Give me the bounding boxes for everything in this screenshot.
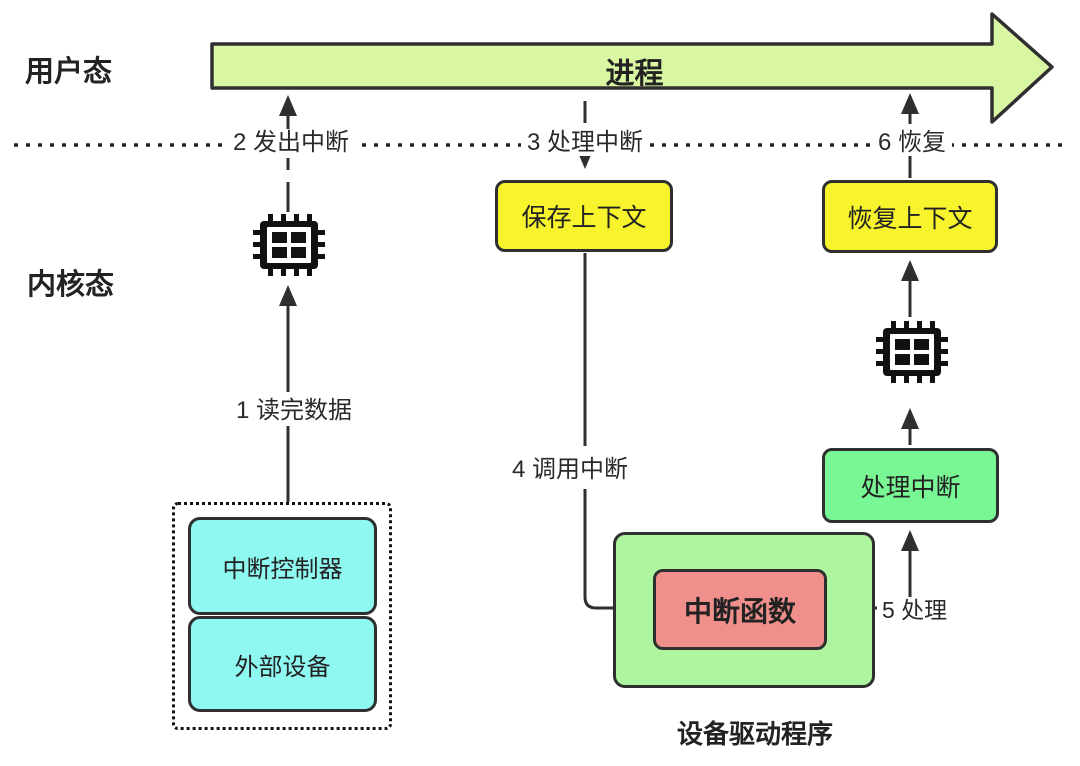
handle-interrupt-box: 处理中断 <box>822 448 999 523</box>
step3-handle-interrupt-label: 3 处理中断 <box>520 129 650 156</box>
device-driver-caption: 设备驱动程序 <box>676 719 834 749</box>
save-context-box: 保存上下文 <box>495 180 673 252</box>
step1-data-read-label: 1 读完数据 <box>229 397 359 424</box>
step5-process-label: 5 处理 <box>880 597 950 624</box>
cpu-chip-icon <box>253 214 325 276</box>
cpu-chip-icon <box>876 321 948 383</box>
step4-call-interrupt-label: 4 调用中断 <box>505 456 635 483</box>
interrupt-function-box: 中断函数 <box>653 569 827 650</box>
step6-resume-label: 6 恢复 <box>871 129 953 156</box>
restore-context-box: 恢复上下文 <box>822 180 998 253</box>
interrupt-controller-box: 中断控制器 <box>188 517 377 615</box>
kernel-mode-label: 内核态 <box>27 269 115 301</box>
external-device-box: 外部设备 <box>188 616 377 712</box>
process-arrow-label: 进程 <box>605 58 664 90</box>
user-mode-label: 用户态 <box>25 56 113 88</box>
step2-issue-interrupt-label: 2 发出中断 <box>226 129 356 156</box>
